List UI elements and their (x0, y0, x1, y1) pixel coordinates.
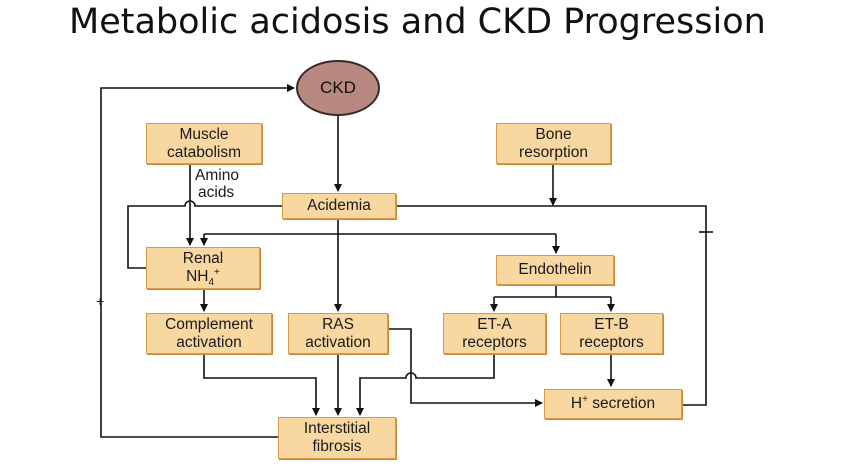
line-acidemia-right (396, 205, 707, 406)
muscle-catabolism-box: Muscle catabolism (146, 123, 262, 164)
page-title: Metabolic acidosis and CKD Progression (69, 2, 766, 42)
ras-activation-box: RAS activation (288, 313, 388, 354)
endothelin-box: Endothelin (496, 255, 614, 285)
arrow-complement-to-fibrosis (203, 354, 320, 416)
positive-sign: + (96, 293, 105, 309)
line-endothelin-split (494, 285, 611, 298)
arrow-fibrosis-to-ckd (100, 84, 295, 438)
arrow-ras-to-h (388, 328, 543, 407)
eta-receptors-box: ET-A receptors (443, 313, 546, 354)
etb-receptors-box: ET-B receptors (560, 313, 663, 354)
h-secretion-box: H+ secretion (544, 389, 682, 419)
renal-nh4-box: Renal NH4+ (146, 247, 260, 289)
acidemia-box: Acidemia (282, 193, 396, 219)
line-distribution (204, 219, 556, 235)
complement-activation-box: Complement activation (146, 313, 272, 354)
line-acidemia-left (127, 200, 282, 269)
ckd-node: CKD (296, 60, 380, 116)
bone-resorption-box: Bone resorption (496, 123, 611, 164)
amino-acids-label: Amino acids (195, 167, 239, 201)
arrow-eta-to-fibrosis (356, 354, 495, 416)
interstitial-fibrosis-box: Interstitial fibrosis (278, 417, 396, 459)
